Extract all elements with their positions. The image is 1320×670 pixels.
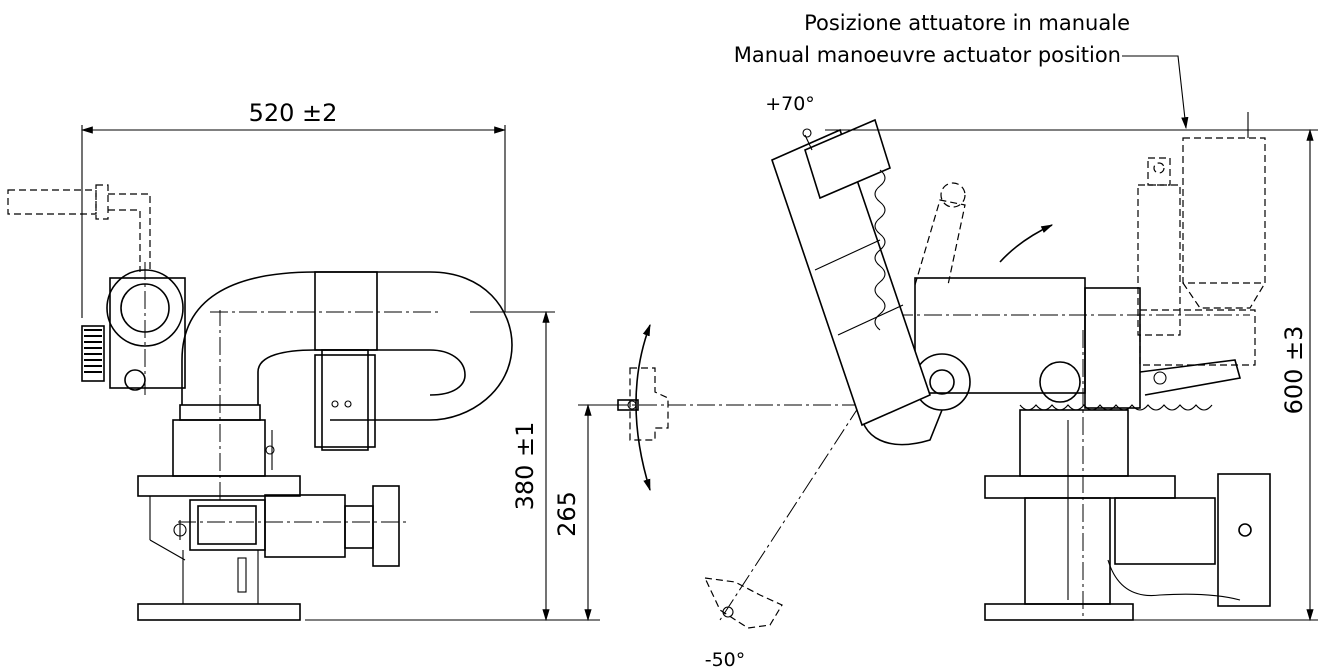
right-view xyxy=(771,112,1271,621)
lower-angle-label: -50° xyxy=(705,649,746,670)
width-dimension-label: 520 ±2 xyxy=(249,99,338,127)
upper-angle-label: +70° xyxy=(765,93,815,115)
axis-height-label: 265 xyxy=(553,491,581,537)
dimension-height-total xyxy=(825,128,1318,622)
manual-position-note-en: Manual manoeuvre actuator position xyxy=(734,43,1121,67)
outlet-height-label: 380 ±1 xyxy=(511,422,539,511)
total-height-label: 600 ±3 xyxy=(1280,326,1308,415)
manual-position-note-it: Posizione attuatore in manuale xyxy=(804,11,1130,35)
angle-schematic xyxy=(610,323,870,629)
dimension-height-axis xyxy=(555,403,610,622)
left-view xyxy=(7,184,513,621)
dimension-height-outlet xyxy=(305,310,555,622)
dimension-width-left xyxy=(80,125,507,318)
